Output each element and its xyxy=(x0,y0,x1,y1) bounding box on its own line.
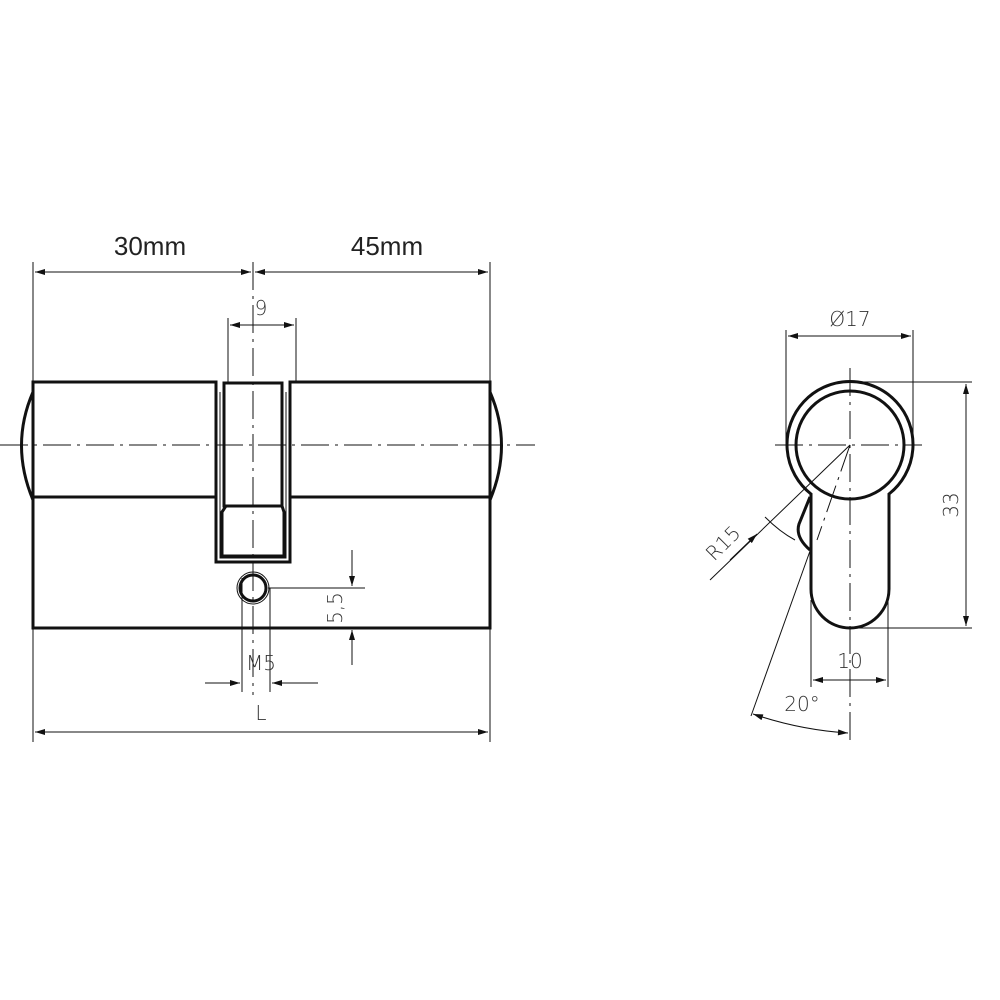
cam-tip xyxy=(796,496,812,552)
dim-33: 33 xyxy=(939,492,963,517)
dim-20-degrees: 20° xyxy=(784,692,819,716)
dim-30mm: 30mm xyxy=(114,231,186,261)
left-cylinder xyxy=(31,380,218,499)
dim-10: 10 xyxy=(837,649,862,673)
right-end-cap xyxy=(488,391,503,501)
cam-housing xyxy=(214,497,292,564)
dim-9: 9 xyxy=(255,296,268,320)
dim-45mm: 45mm xyxy=(351,231,423,261)
profile-outline xyxy=(785,380,915,630)
dim-l: L xyxy=(255,701,266,725)
dim-r15: R15 xyxy=(701,521,746,566)
dim-5-5: 5,5 xyxy=(323,592,347,624)
cam-outline xyxy=(219,392,287,559)
left-end-cap xyxy=(20,391,35,501)
side-view: 30mm 45mm 9 M5 5,5 L xyxy=(0,231,535,742)
dim-m5: M5 xyxy=(246,651,276,675)
front-view: Ø17 33 10 R15 20° xyxy=(701,307,972,740)
right-cylinder xyxy=(288,380,492,499)
dim-diameter-17: Ø17 xyxy=(829,307,870,331)
